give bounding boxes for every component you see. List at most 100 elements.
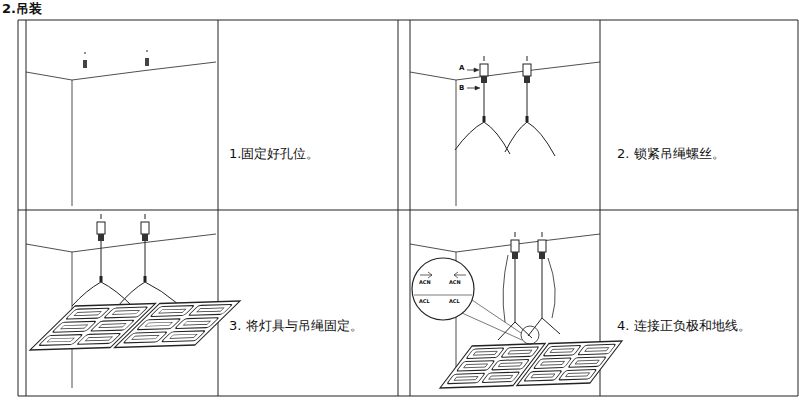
led-strip [464,364,488,368]
locking-screw [98,234,104,241]
led-module [447,373,485,383]
ceiling-cup [97,222,105,234]
led-module [568,357,606,367]
hanging-cable [527,83,528,122]
table-rule [410,20,411,396]
led-strip [541,361,565,365]
led-module [39,335,83,346]
cable-clamp [526,116,529,122]
table-rule [18,396,798,397]
wall-corner [456,80,457,206]
led-strip [508,350,532,354]
led-strip [585,348,609,352]
sling-cable [455,122,484,150]
detail-circle [412,258,474,320]
cable-clamp [100,276,103,282]
led-module [90,320,134,331]
terminal-label: ACL [449,299,460,305]
sling-cable [498,322,532,340]
ceiling-edge [26,234,216,252]
hanging-cable [484,83,485,122]
led-strip [74,312,101,316]
panel-frame [517,341,622,385]
led-module [533,358,571,368]
terminal-label: ACL [419,299,430,305]
led-module [66,308,110,319]
ceiling-cup [511,240,519,252]
panel-frame [115,301,240,347]
ceiling-cup [480,64,488,76]
table-rule [18,210,798,211]
ceiling-edge [410,234,600,252]
led-strip [112,310,139,314]
step-text: 4. 连接正负极和地线。 [617,319,751,334]
led-strip [575,360,599,364]
table-rule [18,20,798,21]
led-module [188,304,232,315]
sling-cable [72,282,101,306]
arrow-head [475,86,480,90]
anchor-bolt [145,58,149,66]
led-strip [170,334,197,338]
led-strip [85,337,112,341]
led-strip [47,338,74,342]
connector-divider [414,295,472,296]
led-module [491,359,529,369]
hanging-cable [145,241,146,282]
hole-mark [85,52,86,54]
led-strip [489,375,513,379]
section-title: 2.吊装 [2,2,42,17]
led-module [150,306,194,317]
direction-arrow [454,272,466,278]
led-strip [473,351,497,355]
screw-tip [515,232,516,237]
led-strip [159,309,186,313]
sling-cable [527,122,555,156]
locking-screw [481,76,487,83]
led-module [482,372,520,382]
screw-tip [542,232,543,237]
led-strip [531,374,555,378]
hanging-cable [515,259,516,322]
anchor-bolt [83,60,87,68]
led-module [578,344,616,354]
power-cord [548,258,555,318]
ceiling-edge [26,62,216,80]
led-module [123,332,167,343]
detail-source [521,326,539,344]
screw-tip [527,56,528,61]
led-strip [183,321,210,325]
led-module [524,371,562,381]
wall-corner [72,80,73,206]
callout-letter: A [459,64,464,72]
step-text: 1.固定好孔位。 [229,147,319,162]
detail-leader [462,313,522,340]
leader-line [467,88,476,89]
direction-arrow [420,272,432,278]
hanging-cable [542,259,543,318]
led-module [104,307,148,318]
led-module [501,347,539,357]
led-module [175,318,219,329]
led-strip [550,349,574,353]
table-rule [26,20,27,396]
cable-clamp [483,116,486,122]
led-module [543,345,581,355]
led-module [161,331,205,342]
callout-letter: B [459,84,464,92]
screw-tip [484,56,485,61]
sling-cable [505,122,527,152]
led-module [457,361,495,371]
sling-cable [118,282,145,306]
locking-screw [512,252,518,259]
ceiling-cup [538,240,546,252]
sling-cable [101,282,132,306]
led-strip [99,324,126,328]
led-module [77,333,121,344]
screw-tip [101,214,102,219]
ceiling-edge [410,62,600,80]
sling-cable [528,318,560,336]
led-panel [30,301,240,350]
led-strip [61,325,88,329]
